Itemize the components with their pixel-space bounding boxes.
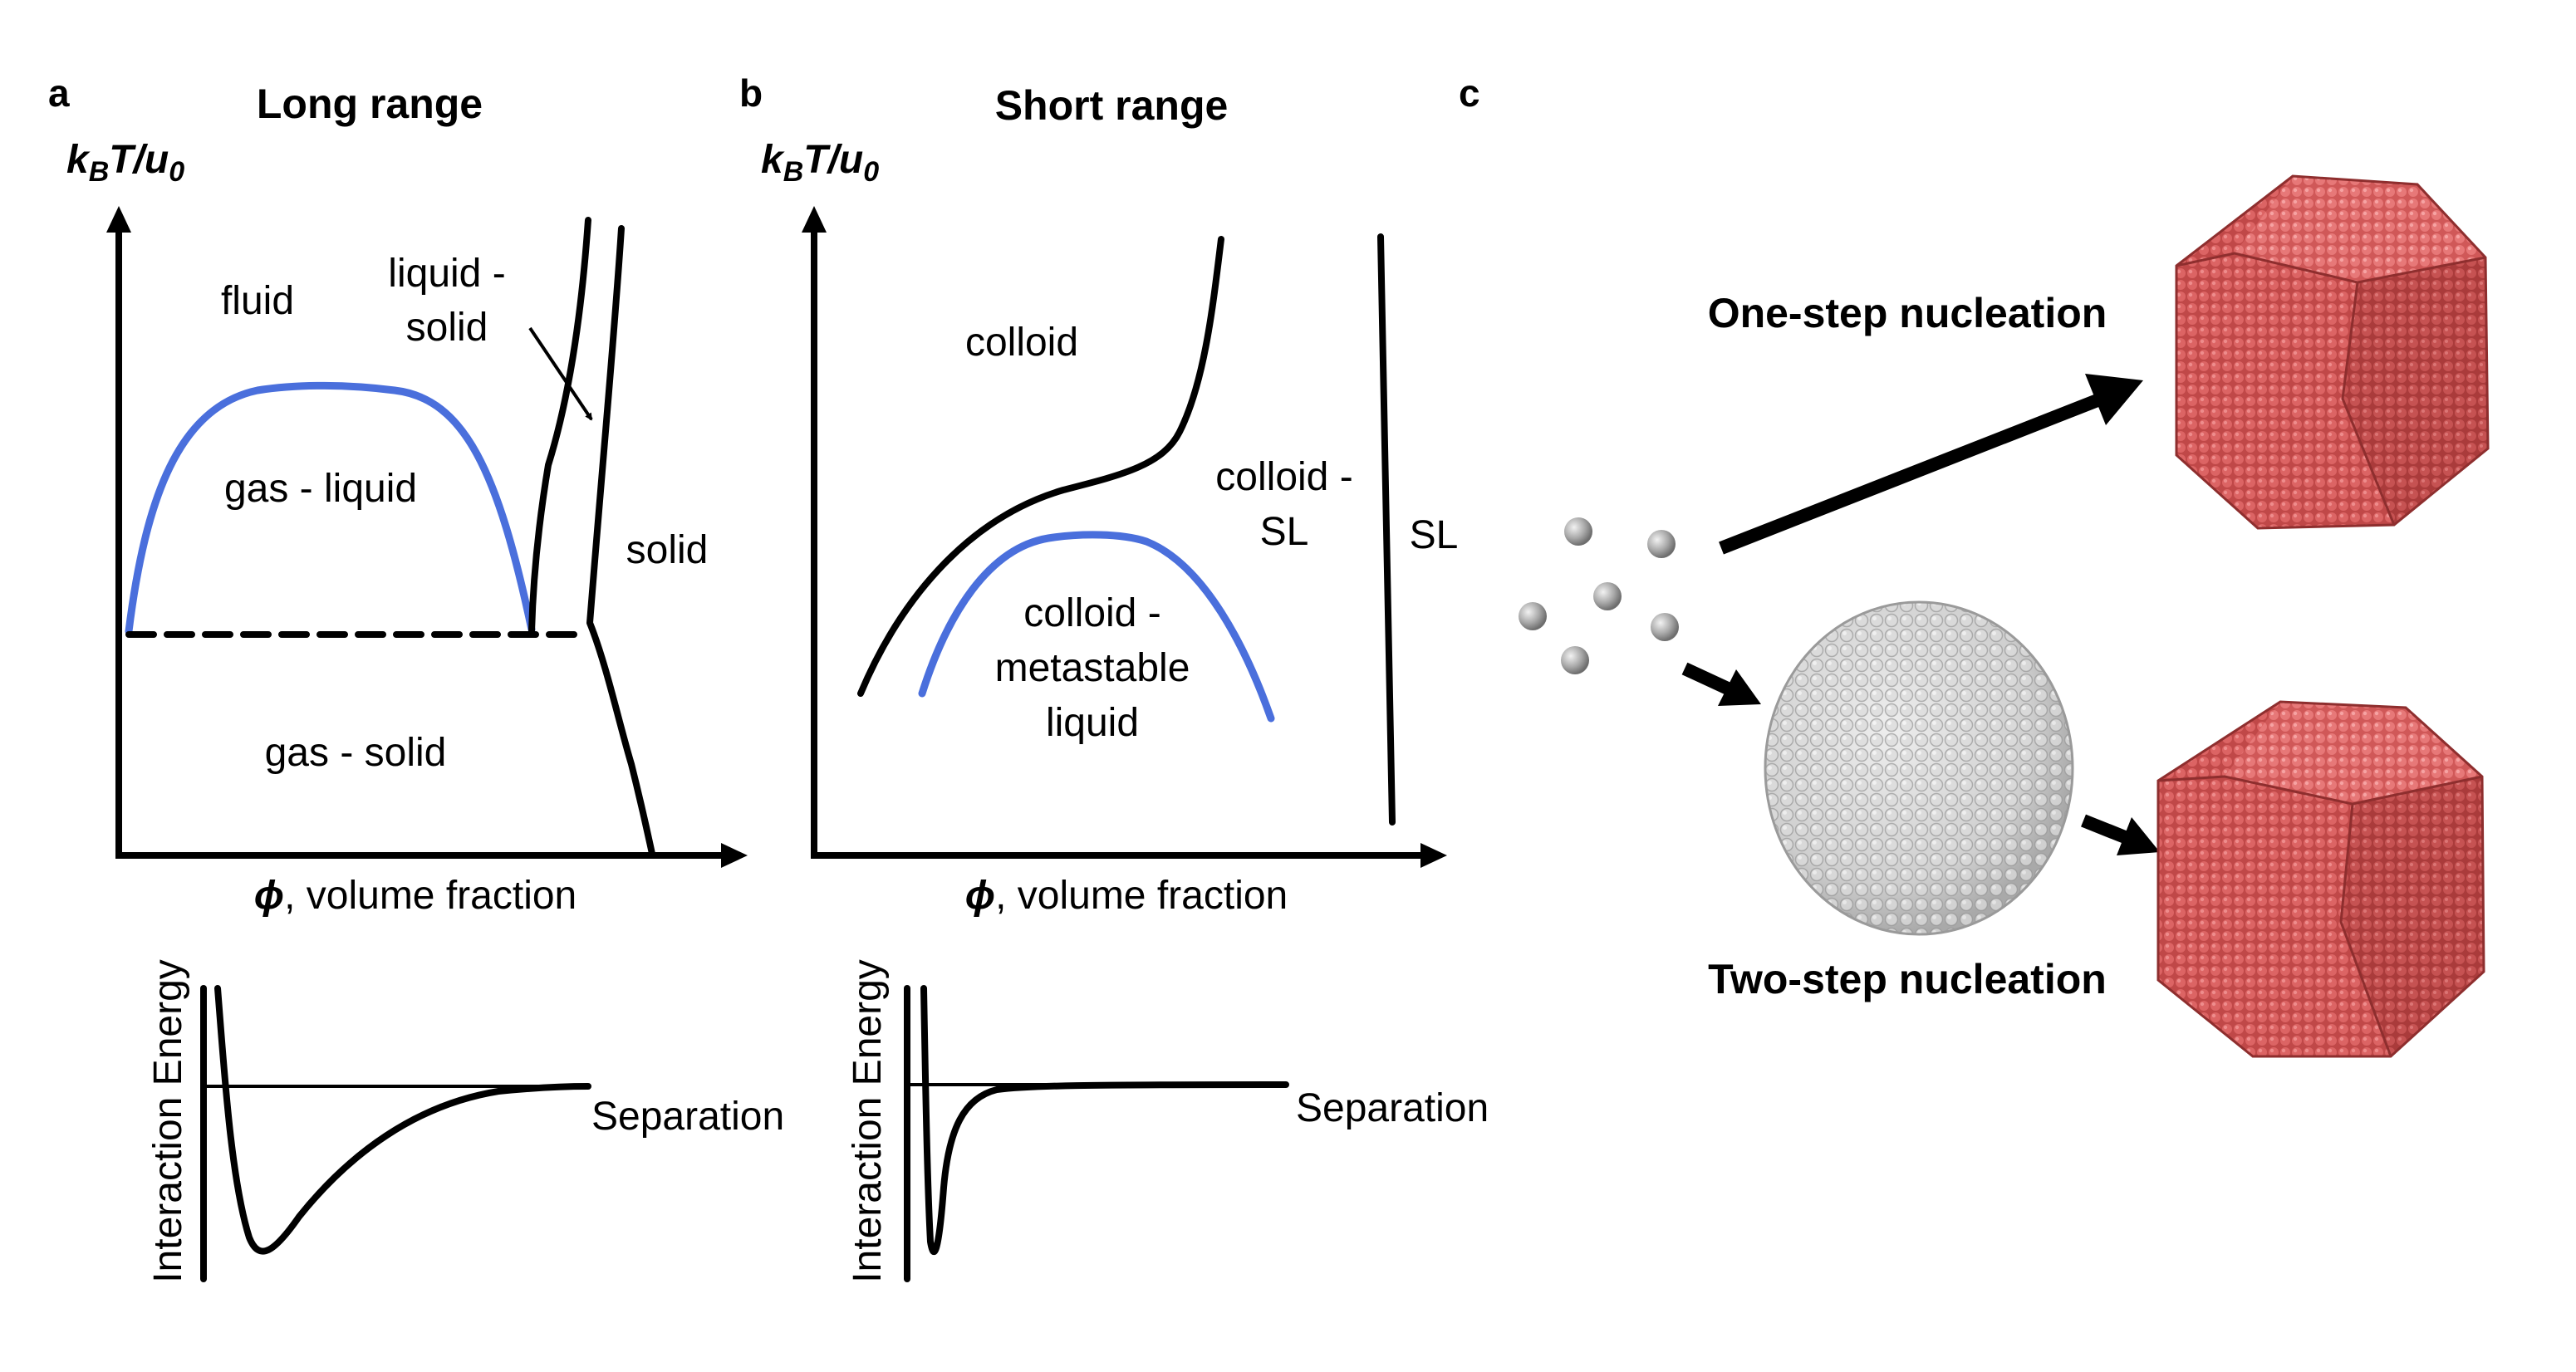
panel-a-letter: a <box>48 71 70 115</box>
dense-liquid-droplet <box>1764 600 2074 936</box>
panel-b-potential-x-label: Separation <box>1296 1086 1489 1130</box>
sl-label: SL <box>1410 513 1459 557</box>
panel-a-potential-x-label: Separation <box>591 1095 784 1139</box>
to-droplet-arrowhead <box>1718 669 1761 706</box>
panel-a-title: Long range <box>257 81 483 127</box>
liquid-solid-label-line2: solid <box>406 306 488 350</box>
metastable-label-line3: liquid <box>1046 701 1139 745</box>
panel-b-y-arrowhead <box>802 206 827 233</box>
panel-c: c One-step nucleation Two-step nucleatio… <box>1459 71 2490 1058</box>
panel-a-potential-plot: Interaction Energy Separation <box>146 959 784 1283</box>
liquid-solid-label-line1: liquid - <box>388 252 505 296</box>
colloid-sl-label-line1: colloid - <box>1215 455 1352 499</box>
panel-b-title: Short range <box>995 82 1229 129</box>
one-step-label: One-step nucleation <box>1708 290 2107 336</box>
to-crystal-arrow <box>2081 814 2127 844</box>
crystal-one-step <box>2175 174 2490 530</box>
gas-solid-label: gas - solid <box>265 731 447 775</box>
to-crystal-arrowhead <box>2117 817 2160 855</box>
panel-a-liquid-solid-pointer <box>528 326 593 421</box>
panel-a-potential-curve <box>214 985 591 1255</box>
colloid-sl-label-line2: SL <box>1260 510 1309 554</box>
monomer-particles <box>1519 517 1679 674</box>
metastable-label-line2: metastable <box>995 646 1190 690</box>
fluid-label: fluid <box>221 279 294 323</box>
panel-b-potential-curve <box>920 985 1289 1255</box>
panel-b-potential-y-label: Interaction Energy <box>846 959 890 1283</box>
gas-liquid-label: gas - liquid <box>224 467 417 511</box>
panel-b-colloid-sl-boundary <box>857 236 1224 697</box>
to-droplet-arrow <box>1681 662 1733 696</box>
panel-b-y-axis-label: kBT/u0 <box>761 138 879 188</box>
metastable-label-line1: colloid - <box>1023 591 1160 635</box>
panel-c-letter: c <box>1459 71 1480 115</box>
crystal-two-step <box>2156 700 2485 1058</box>
panel-b-x-arrowhead <box>1420 843 1447 868</box>
monomer-particle <box>1561 646 1589 674</box>
panel-b-letter: b <box>739 71 763 115</box>
monomer-particle <box>1564 517 1592 546</box>
panel-a-liquidus-line <box>528 217 591 635</box>
monomer-particle <box>1651 613 1679 641</box>
one-step-arrowhead <box>2085 374 2143 425</box>
panel-a-y-arrowhead <box>106 206 131 233</box>
panel-a: a Long range kBT/u0 fluid liquid - solid… <box>48 71 784 1283</box>
one-step-arrow <box>1719 392 2104 555</box>
colloid-label: colloid <box>965 321 1078 365</box>
monomer-particle <box>1647 530 1676 558</box>
monomer-particle <box>1593 582 1622 610</box>
panel-a-y-axis-label: kBT/u0 <box>66 138 184 188</box>
panel-a-x-arrowhead <box>721 843 748 868</box>
monomer-particle <box>1519 602 1547 630</box>
panel-a-x-axis-label: ϕ, volume fraction <box>254 874 577 918</box>
panel-a-gas-liquid-binodal <box>125 381 536 635</box>
panel-b-sl-boundary <box>1377 233 1396 826</box>
two-step-label: Two-step nucleation <box>1708 956 2107 1002</box>
panel-b: b Short range kBT/u0 colloid colloid - S… <box>739 71 1489 1283</box>
panel-b-potential-plot: Interaction Energy Separation <box>846 959 1489 1283</box>
panel-b-x-axis-label: ϕ, volume fraction <box>965 874 1288 918</box>
panel-b-metastable-binodal <box>918 531 1275 723</box>
panel-a-potential-y-label: Interaction Energy <box>146 959 190 1283</box>
solid-label: solid <box>626 528 709 572</box>
panel-a-solidus-line <box>586 225 655 857</box>
